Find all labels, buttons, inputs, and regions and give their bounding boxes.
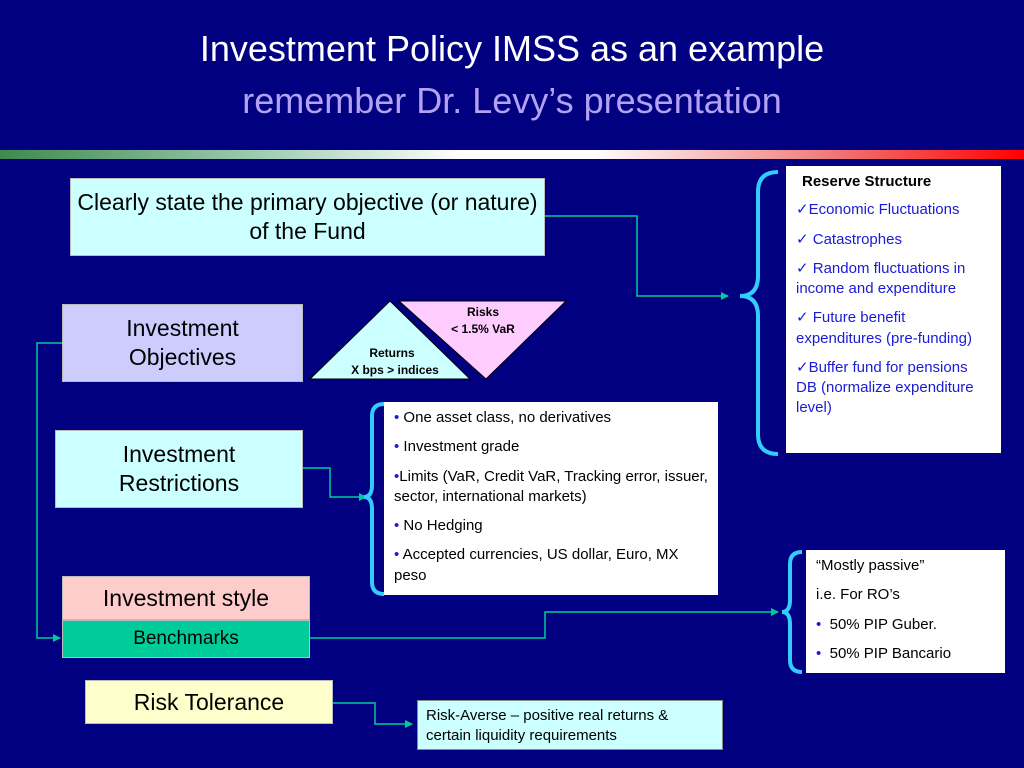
style-brace (781, 550, 803, 674)
restriction-item: • Accepted currencies, US dollar, Euro, … (394, 545, 708, 586)
risk-averse-panel: Risk-Averse – positive real returns & ce… (417, 700, 723, 750)
returns-label-1: Returns (369, 346, 415, 360)
check-icon: ✓ (796, 259, 809, 277)
investment-restrictions-text: Investment Restrictions (118, 441, 240, 496)
risks-label-1: Risks (467, 305, 499, 319)
risk-averse-text: Risk-Averse – positive real returns & ce… (426, 707, 669, 745)
bullet-icon: • (394, 546, 400, 564)
restriction-item: • One asset class, no derivatives (394, 408, 708, 428)
reserve-structure-panel: Reserve Structure ✓Economic Fluctuations… (786, 166, 1001, 453)
investment-objectives-text: Investment Objectives (126, 315, 239, 370)
reserve-item-text: Economic Fluctuations (808, 201, 960, 219)
restrictions-brace (363, 402, 385, 596)
investment-restrictions-box: Investment Restrictions (55, 430, 303, 508)
risks-label-2: < 1.5% VaR (451, 322, 515, 336)
reserve-item-text: Buffer fund for pensions DB (normalize e… (796, 358, 974, 417)
style-item: • 50% PIP Guber. (816, 615, 995, 635)
reserve-item-text: Future benefit expenditures (pre-funding… (796, 309, 972, 347)
check-icon: ✓ (796, 201, 809, 219)
style-line-2: i.e. For RO’s (816, 586, 900, 604)
connector-benchmarks-style (310, 608, 779, 639)
reserve-structure-heading: Reserve Structure (802, 173, 932, 190)
gradient-divider (0, 150, 1024, 159)
investment-objectives-box: Investment Objectives (62, 304, 303, 382)
style-item-text: 50% PIP Bancario (829, 644, 952, 662)
benchmarks-box: Benchmarks (62, 620, 310, 658)
restriction-item-text: Accepted currencies, US dollar, Euro, MX… (394, 546, 679, 584)
check-icon: ✓ (796, 230, 809, 248)
style-item: • 50% PIP Bancario (816, 644, 995, 664)
restriction-item-text: Investment grade (399, 438, 520, 456)
returns-triangle (308, 300, 472, 380)
restriction-item-text: One asset class, no derivatives (399, 409, 612, 426)
restrictions-list-panel: • One asset class, no derivatives • Inve… (384, 402, 718, 595)
slide-title: Investment Policy IMSS as an example (199, 28, 825, 69)
restriction-item: •Limits (VaR, Credit VaR, Tracking error… (394, 467, 708, 508)
style-line-1: “Mostly passive” (816, 557, 925, 574)
bullet-icon: • (816, 615, 822, 633)
bullet-icon: • (394, 517, 400, 534)
check-icon: ✓ (796, 358, 809, 376)
reserve-item: ✓ Catastrophes (796, 230, 991, 250)
style-item-text: 50% PIP Guber. (829, 615, 937, 633)
investment-style-text: Investment style (102, 584, 270, 611)
connector-objective-reserve (545, 215, 729, 300)
connector-restrictions-list (303, 467, 367, 501)
reserve-item: ✓Buffer fund for pensions DB (normalize … (796, 358, 991, 419)
restriction-item-text: No Hedging (399, 517, 483, 534)
restriction-item: • Investment grade (394, 437, 708, 457)
returns-label-2: X bps > indices (351, 363, 439, 377)
risk-tolerance-text: Risk Tolerance (133, 688, 285, 715)
reserve-item: ✓Economic Fluctuations (796, 200, 991, 220)
reserve-item: ✓ Random fluctuations in income and expe… (796, 259, 991, 300)
risks-triangle (397, 300, 568, 380)
reserve-brace (739, 170, 779, 456)
bullet-icon: • (394, 467, 400, 485)
bullet-icon: • (816, 644, 822, 662)
restriction-item: • No Hedging (394, 516, 708, 536)
primary-objective-text: Clearly state the primary objective (or … (77, 189, 538, 244)
primary-objective-box: Clearly state the primary objective (or … (70, 178, 545, 256)
connector-risk (333, 702, 413, 728)
investment-style-box: Investment style (62, 576, 310, 620)
style-panel: “Mostly passive” i.e. For RO’s • 50% PIP… (806, 550, 1005, 673)
reserve-item: ✓ Future benefit expenditures (pre-fundi… (796, 308, 991, 349)
bullet-icon: • (394, 438, 400, 456)
risk-tolerance-box: Risk Tolerance (85, 680, 333, 724)
restriction-item-text: Limits (VaR, Credit VaR, Tracking error,… (394, 467, 708, 505)
benchmarks-text: Benchmarks (133, 628, 239, 650)
slide-subtitle: remember Dr. Levy’s presentation (242, 80, 782, 121)
reserve-item-text: Random fluctuations in income and expend… (796, 259, 966, 297)
reserve-item-text: Catastrophes (808, 230, 902, 248)
check-icon: ✓ (796, 309, 809, 327)
bullet-icon: • (394, 409, 400, 426)
